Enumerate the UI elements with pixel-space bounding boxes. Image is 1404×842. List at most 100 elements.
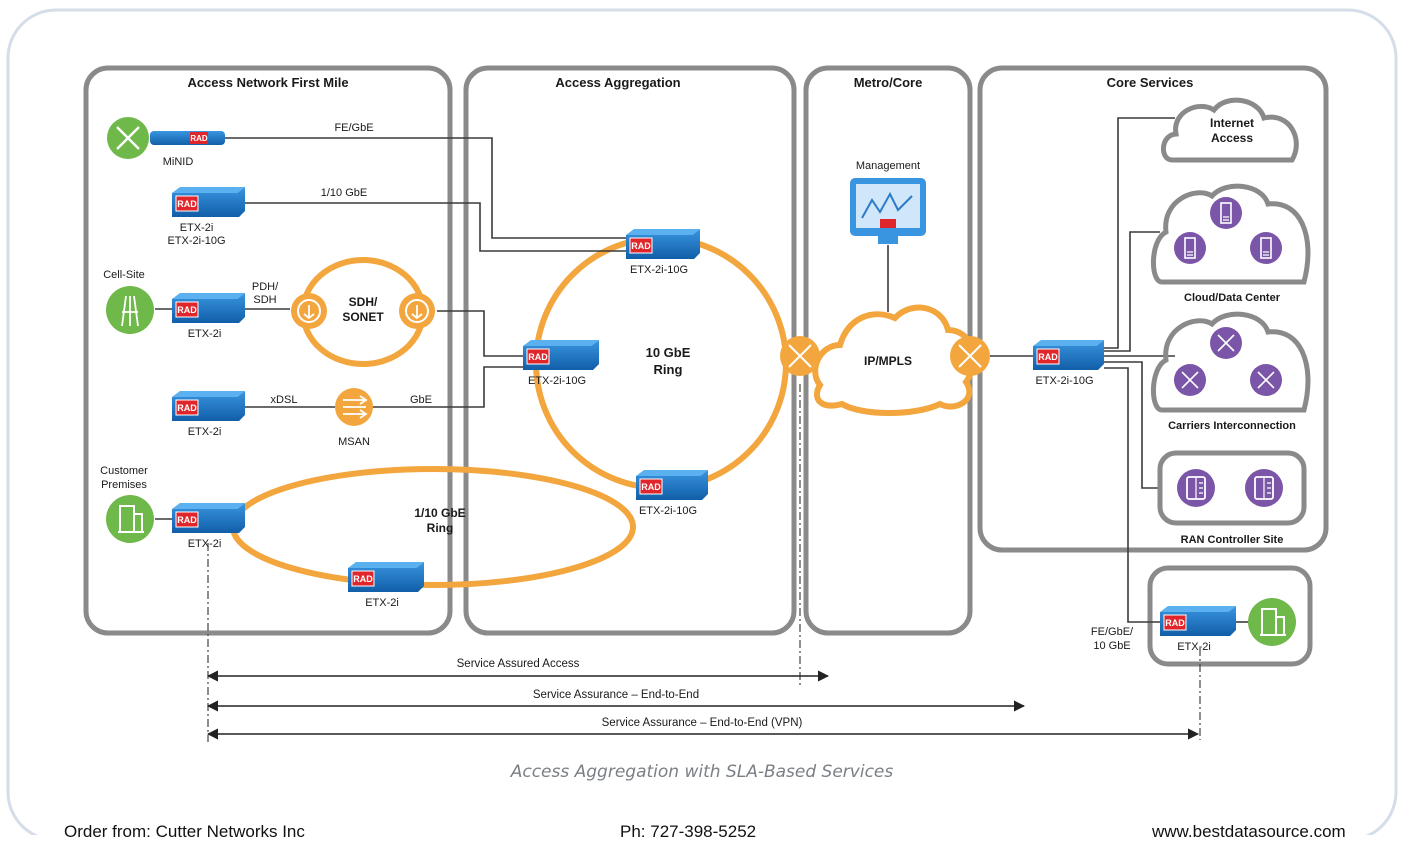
server-icon bbox=[1174, 232, 1206, 264]
agg-top-device: RAD bbox=[626, 229, 700, 259]
agg-bottom-badge bbox=[639, 478, 663, 495]
server-icon bbox=[1210, 197, 1242, 229]
server-icon bbox=[1250, 232, 1282, 264]
etx-xdsl-badge bbox=[175, 399, 199, 416]
agg-top-badge bbox=[629, 237, 653, 254]
zone-access bbox=[83, 65, 453, 636]
etx-cell-device: RAD bbox=[172, 293, 245, 323]
remote-building-icon bbox=[1248, 598, 1296, 646]
ipmpls-label: IP/MPLS bbox=[864, 354, 912, 368]
link-internet bbox=[1104, 117, 1175, 349]
etx-cell-badge-text: RAD bbox=[177, 305, 197, 315]
carrier-switch-icon bbox=[1174, 364, 1206, 396]
etx-top-badge-text: RAD bbox=[177, 199, 197, 209]
carriers-cloud bbox=[1150, 311, 1311, 413]
cell-tower-glyph-icon bbox=[121, 295, 139, 327]
etx-cell-label: ETX-2i bbox=[188, 328, 222, 340]
metro-switch-right bbox=[950, 336, 990, 376]
minid-device bbox=[150, 131, 225, 145]
remote-etx-badge-text: RAD bbox=[1165, 618, 1185, 628]
agg-left-badge bbox=[526, 348, 550, 365]
link-etx-top bbox=[245, 202, 628, 252]
etx-customer-label: ETX-2i bbox=[188, 538, 222, 550]
ring10-label-2: Ring bbox=[654, 362, 683, 377]
etx-top-badge bbox=[175, 195, 199, 212]
link-sdh-agg bbox=[437, 310, 523, 357]
agg-left-badge-text: RAD bbox=[528, 352, 548, 362]
customer-label-2: Premises bbox=[101, 479, 147, 491]
core-etx-label: ETX-2i-10G bbox=[1035, 375, 1093, 387]
footer-website: www.bestdatasource.com bbox=[1152, 822, 1346, 841]
management-monitor-icon bbox=[850, 178, 926, 244]
remote-etx-label: ETX-2i bbox=[1177, 641, 1211, 653]
zone-access-title: Access Network First Mile bbox=[187, 75, 348, 90]
agg-bottom-badge-text: RAD bbox=[641, 482, 661, 492]
sdh-label-2: SONET bbox=[342, 310, 384, 324]
agg-top-badge-text: RAD bbox=[631, 241, 651, 251]
agg-left-device: RAD bbox=[523, 340, 599, 370]
link-cloud bbox=[1104, 231, 1160, 352]
minid-badge-text: RAD bbox=[190, 134, 208, 143]
core-etx-badge-text: RAD bbox=[1038, 352, 1058, 362]
customer-label-1: Customer bbox=[100, 465, 148, 477]
sdh-label-1: SDH/ bbox=[349, 295, 378, 309]
msan-icon bbox=[335, 388, 373, 426]
etx-customer-badge-text: RAD bbox=[177, 515, 197, 525]
core-etx-badge bbox=[1036, 348, 1060, 365]
ran-controller-icon bbox=[1177, 469, 1215, 507]
figure-caption: Access Aggregation with SLA-Based Servic… bbox=[510, 762, 894, 782]
core-etx-device: RAD bbox=[1033, 340, 1104, 370]
link-fe-gbe-label: FE/GbE bbox=[334, 122, 373, 134]
building-glyph-icon bbox=[118, 505, 144, 533]
minid-badge bbox=[190, 132, 208, 144]
etx-top-label-1: ETX-2i bbox=[180, 222, 214, 234]
etx-cell-badge bbox=[175, 301, 199, 318]
cloud-dc-label: Cloud/Data Center bbox=[1184, 292, 1281, 304]
management-label: Management bbox=[856, 160, 920, 172]
footer-phone: Ph: 727-398-5252 bbox=[620, 822, 757, 841]
sdh-node-right bbox=[399, 293, 435, 329]
ring1-label-1: 1/10 GbE bbox=[414, 506, 465, 520]
zone-aggregation bbox=[463, 65, 797, 636]
outer-frame bbox=[6, 8, 1398, 835]
remote-link-label-1: FE/GbE/ bbox=[1091, 626, 1134, 638]
etx-ring-badge bbox=[351, 570, 375, 587]
agg-left-label: ETX-2i-10G bbox=[528, 375, 586, 387]
cloud-datacenter bbox=[1150, 183, 1311, 285]
link-gbe-label: GbE bbox=[410, 394, 432, 406]
etx-ring-label: ETX-2i bbox=[365, 597, 399, 609]
link-ran bbox=[1104, 361, 1160, 489]
etx-ring-device: RAD bbox=[348, 562, 424, 592]
agg-bottom-label: ETX-2i-10G bbox=[639, 505, 697, 517]
etx-ring-badge-text: RAD bbox=[353, 574, 373, 584]
agg-top-label: ETX-2i-10G bbox=[630, 264, 688, 276]
zone-aggregation-title: Access Aggregation bbox=[555, 75, 680, 90]
ran-controller-icon bbox=[1245, 469, 1283, 507]
link-gbe bbox=[372, 366, 523, 408]
span-e2e-label: Service Assurance – End-to-End bbox=[533, 689, 699, 701]
remote-building-glyph-icon bbox=[1260, 608, 1286, 636]
etx-xdsl-label: ETX-2i bbox=[188, 426, 222, 438]
etx-customer-badge bbox=[175, 511, 199, 528]
minid-cross-icon bbox=[116, 126, 140, 150]
ran-site-box bbox=[1157, 450, 1307, 526]
etx-top-device: RAD bbox=[172, 187, 245, 217]
zone-metro bbox=[803, 65, 973, 636]
link-pdh-label-1: PDH/ bbox=[252, 281, 279, 293]
link-remote bbox=[1104, 367, 1160, 623]
carrier-switch-icon bbox=[1250, 364, 1282, 396]
zone-remote-site bbox=[1147, 565, 1313, 667]
minid-label: MiNID bbox=[163, 156, 194, 168]
ran-label: RAN Controller Site bbox=[1181, 534, 1284, 546]
zone-core bbox=[977, 65, 1329, 553]
link-minid bbox=[225, 137, 628, 239]
internet-label-1: Internet bbox=[1210, 116, 1254, 130]
msan-label: MSAN bbox=[338, 436, 370, 448]
remote-etx-badge bbox=[1163, 614, 1187, 631]
span-vpn-label: Service Assurance – End-to-End (VPN) bbox=[602, 717, 803, 729]
carriers-label: Carriers Interconnection bbox=[1168, 420, 1296, 432]
ring10-label-1: 10 GbE bbox=[646, 345, 691, 360]
zone-metro-title: Metro/Core bbox=[854, 75, 923, 90]
agg-bottom-device: RAD bbox=[636, 470, 708, 500]
